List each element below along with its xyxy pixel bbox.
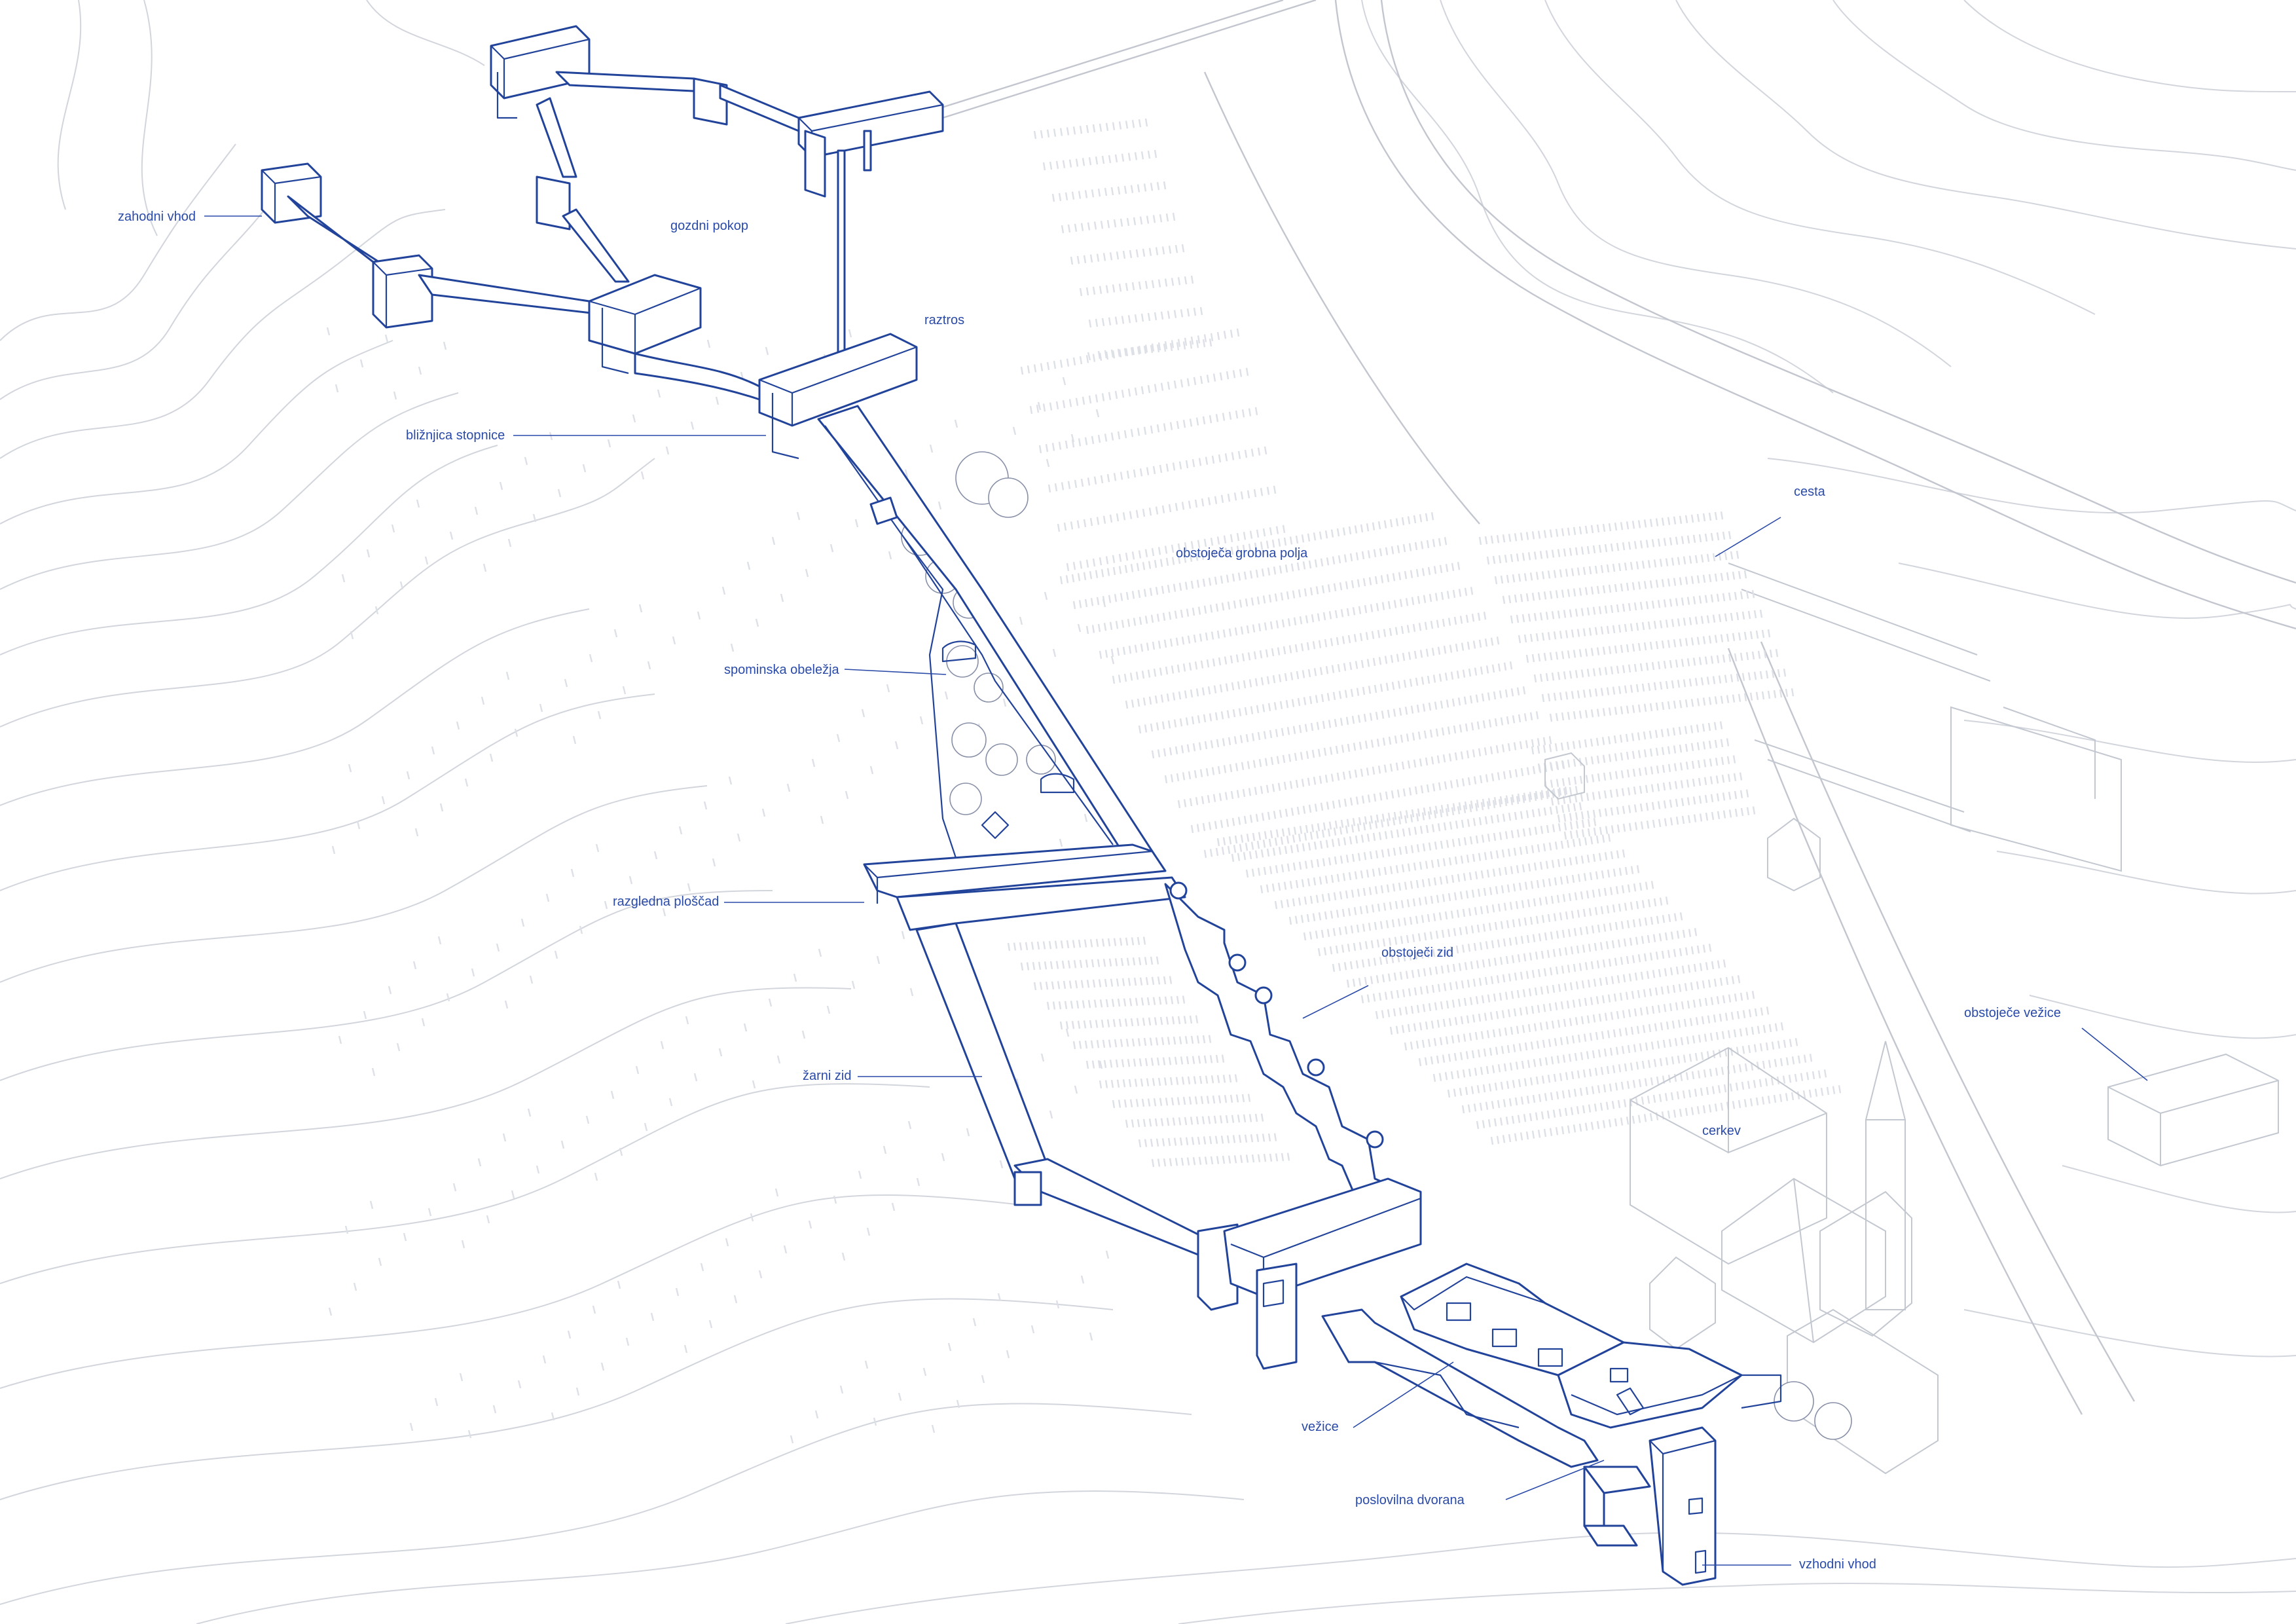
label-vezice: vežice (1302, 1420, 1339, 1434)
label-cerkev: cerkev (1702, 1124, 1741, 1138)
label-bliznjica-stopnice: bližnjica stopnice (406, 428, 505, 443)
existing-buildings (1544, 752, 2279, 1475)
leader-lines (204, 215, 2148, 1566)
label-raztros: raztros (924, 313, 965, 327)
label-cesta: cesta (1794, 485, 1825, 499)
road-context (929, 0, 2296, 1415)
label-razgledna-ploscad: razgledna ploščad (613, 895, 720, 909)
label-obstojeci-zid: obstoječi zid (1381, 946, 1454, 960)
grave-fields-hatch (326, 118, 1842, 1444)
new-cemetery-structures (261, 25, 1782, 1586)
label-gozdni-pokop: gozdni pokop (670, 219, 748, 233)
label-obstojece-vezice: obstoječe vežice (1964, 1006, 2061, 1020)
label-poslovilna-dvorana: poslovilna dvorana (1355, 1493, 1465, 1507)
trees (901, 451, 1852, 1440)
label-vzhodni-vhod: vzhodni vhod (1799, 1557, 1876, 1572)
label-spominska-obelezja: spominska obeležja (724, 663, 839, 677)
label-obstojeca-grobna-polja: obstoječa grobna polja (1176, 546, 1308, 561)
label-zahodni-vhod: zahodni vhod (118, 210, 196, 224)
label-zarni-zid: žarni zid (803, 1069, 852, 1083)
